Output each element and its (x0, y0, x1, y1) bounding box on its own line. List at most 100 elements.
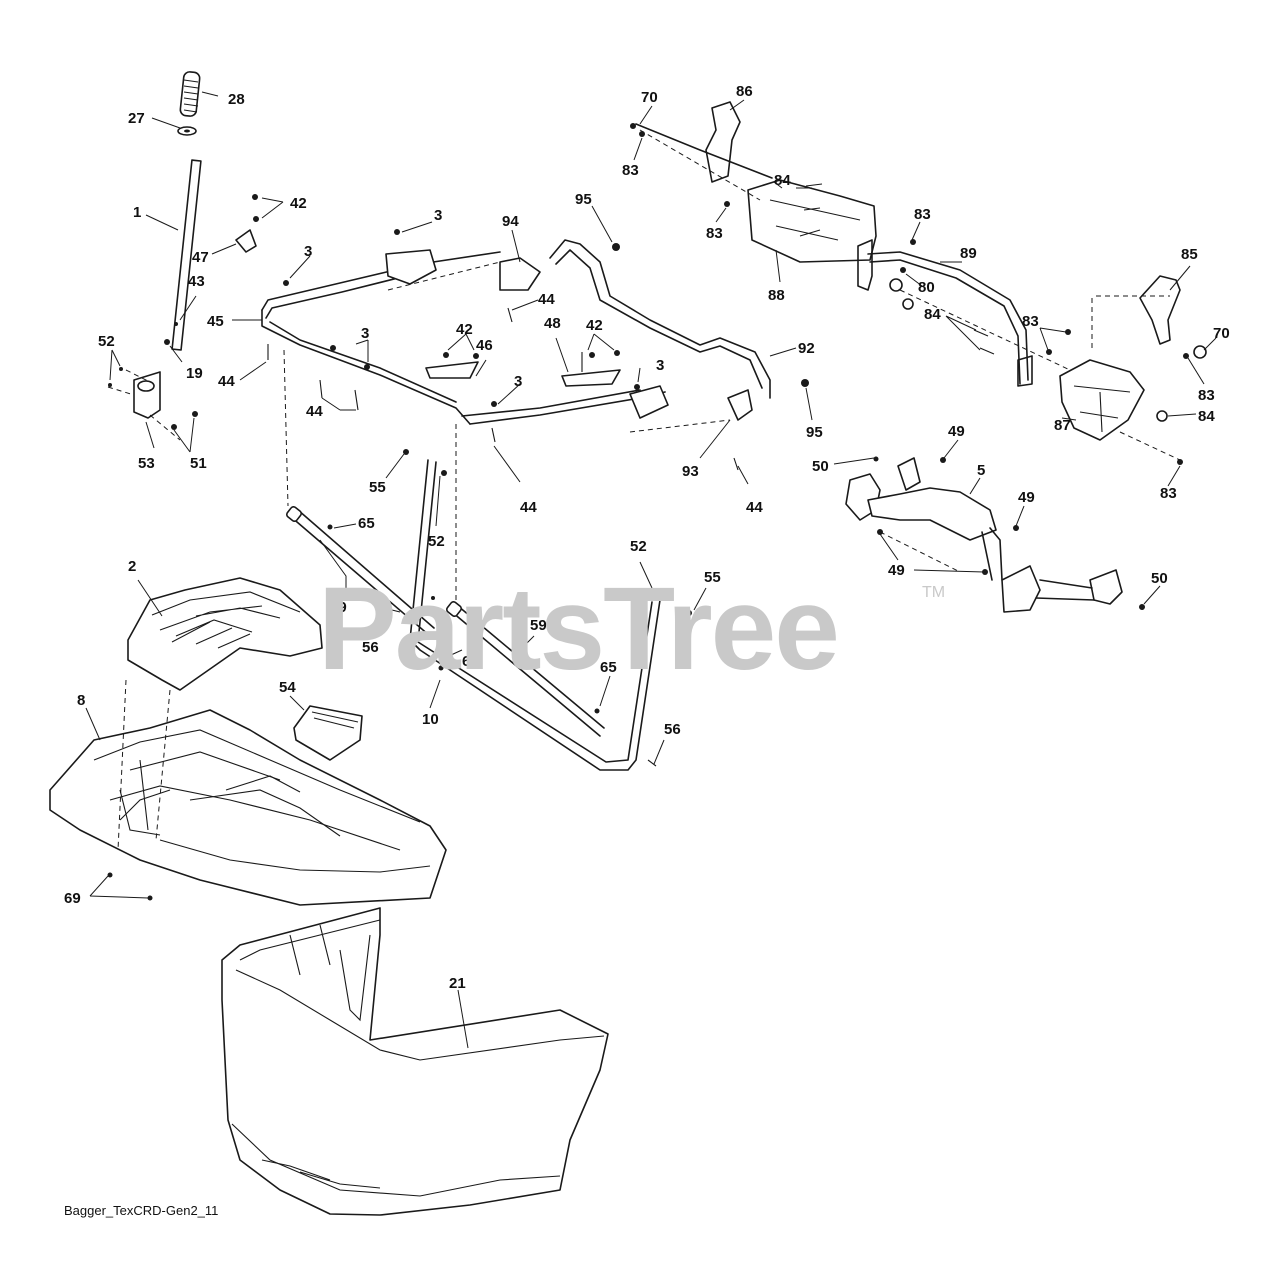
right-bracket-part (1139, 275, 1181, 345)
lift-handle-assembly (107, 71, 259, 441)
callout-94: 94 (502, 213, 519, 230)
handle-part (293, 705, 363, 761)
callout-labels: 28 27 1 42 47 43 45 52 19 44 53 51 3 3 3… (64, 83, 1230, 992)
callout-52: 52 (98, 333, 115, 350)
support-rods-assembly (285, 449, 692, 771)
callout-21: 21 (449, 975, 466, 992)
callout-52: 52 (428, 533, 445, 550)
lift-arm-part (867, 487, 997, 541)
callout-59: 59 (330, 599, 347, 616)
callout-84: 84 (774, 172, 791, 189)
lift-bracket-assembly (845, 456, 1145, 613)
callout-8: 8 (77, 692, 85, 709)
callout-2: 2 (128, 558, 136, 575)
callout-83: 83 (914, 206, 931, 223)
callout-48: 48 (544, 315, 561, 332)
watermark-logo: PartsTree (318, 563, 840, 695)
callout-83: 83 (1160, 485, 1177, 502)
callout-83: 83 (1198, 387, 1215, 404)
callout-53: 53 (138, 455, 155, 472)
hitch-bracket-assembly (630, 101, 1207, 465)
callout-50: 50 (812, 458, 829, 475)
grass-bag-assembly (221, 907, 609, 1216)
callout-49: 49 (1018, 489, 1035, 506)
grip-part (179, 71, 201, 117)
bagger-frame-assembly (261, 229, 809, 600)
callout-3: 3 (304, 243, 312, 260)
callout-47: 47 (192, 249, 209, 266)
clip-part (235, 229, 257, 253)
callout-92: 92 (798, 340, 815, 357)
bagger-cover-part (49, 709, 447, 906)
callout-65: 65 (600, 659, 617, 676)
callout-84: 84 (924, 306, 941, 323)
callout-89: 89 (960, 245, 977, 262)
callout-83: 83 (706, 225, 723, 242)
right-pivot-part (1001, 565, 1041, 613)
callout-54: 54 (279, 679, 296, 696)
callout-10: 10 (422, 711, 439, 728)
callout-43: 43 (188, 273, 205, 290)
bagger-cover-assembly (49, 577, 447, 906)
callout-28: 28 (228, 91, 245, 108)
hitch-plate-part (747, 179, 877, 263)
callout-55: 55 (704, 569, 721, 586)
trademark-mark: TM (922, 584, 946, 601)
callout-95: 95 (806, 424, 823, 441)
callout-49: 49 (948, 423, 965, 440)
callout-95: 95 (575, 191, 592, 208)
callout-50: 50 (1151, 570, 1168, 587)
callout-84: 84 (1198, 408, 1215, 425)
callout-83: 83 (1022, 313, 1039, 330)
latch-part (727, 389, 753, 421)
callout-42: 42 (290, 195, 307, 212)
callout-65: 65 (358, 515, 375, 532)
callout-5: 5 (977, 462, 985, 479)
callout-88: 88 (768, 287, 785, 304)
callout-59: 59 (530, 617, 547, 634)
callout-52: 52 (630, 538, 647, 555)
callout-80: 80 (918, 279, 935, 296)
callout-70: 70 (641, 89, 658, 106)
callout-27: 27 (128, 110, 145, 127)
callout-49: 49 (888, 562, 905, 579)
support-rod-part (289, 509, 435, 637)
callout-55: 55 (369, 479, 386, 496)
callout-44: 44 (538, 291, 555, 308)
callout-3: 3 (434, 207, 442, 224)
callout-44: 44 (306, 403, 323, 420)
top-cover-part (127, 577, 323, 691)
callout-87: 87 (1054, 417, 1071, 434)
callout-56: 56 (664, 721, 681, 738)
grass-bag-part (221, 907, 609, 1216)
callout-83: 83 (622, 162, 639, 179)
callout-51: 51 (190, 455, 207, 472)
callout-46: 46 (476, 337, 493, 354)
callout-44: 44 (746, 499, 763, 516)
callout-45: 45 (207, 313, 224, 330)
lift-rod-part (171, 159, 202, 351)
callout-56: 56 (362, 639, 379, 656)
callout-1: 1 (133, 204, 141, 221)
diagram-caption: Bagger_TexCRD-Gen2_11 (64, 1203, 219, 1218)
callout-44: 44 (218, 373, 235, 390)
callout-69: 69 (64, 890, 81, 907)
callout-3: 3 (656, 357, 664, 374)
callout-85: 85 (1181, 246, 1198, 263)
callout-65: 65 (462, 653, 479, 670)
callout-44: 44 (520, 499, 537, 516)
hitch-rod-part (867, 251, 1029, 381)
callout-3: 3 (361, 325, 369, 342)
lower-hitch-part (1059, 359, 1145, 441)
lower-frame-part (409, 459, 661, 771)
mount-bracket-part (385, 249, 437, 285)
callout-93: 93 (682, 463, 699, 480)
pivot-bracket-part (133, 371, 161, 419)
upper-bracket-part (705, 101, 741, 183)
callout-3: 3 (514, 373, 522, 390)
callout-42: 42 (456, 321, 473, 338)
side-rail-part (549, 239, 771, 399)
callout-42: 42 (586, 317, 603, 334)
hinge-bracket-part (499, 257, 541, 291)
